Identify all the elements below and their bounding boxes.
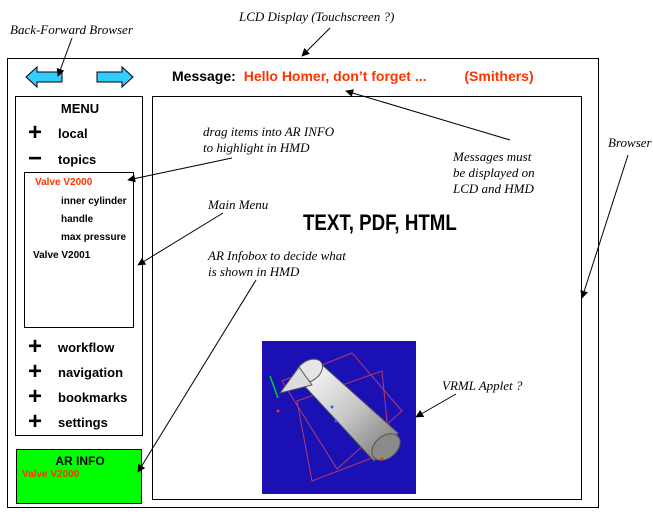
- menu-panel: MENU + local − topics + workflow + navig…: [15, 96, 143, 436]
- menu-item-settings[interactable]: + settings: [24, 408, 108, 435]
- message-sender: (Smithers): [464, 68, 534, 84]
- plus-icon: +: [27, 333, 42, 360]
- content-types-label: TEXT, PDF, HTML: [303, 210, 457, 235]
- valve-3d-model: [269, 352, 403, 482]
- menu-item-label: local: [58, 125, 88, 141]
- annotation-browser: Browser: [608, 135, 652, 150]
- menu-item-label: bookmarks: [58, 389, 128, 405]
- arrow-messages: [345, 89, 511, 141]
- annotation-ar-infobox-1: AR Infobox to decide what: [208, 248, 346, 263]
- arrow-vrml-applet: [415, 393, 457, 418]
- plus-icon: +: [27, 119, 42, 146]
- topic-item-handle[interactable]: handle: [61, 214, 94, 225]
- arrow-drag-items: [127, 157, 233, 183]
- menu-item-label: navigation: [58, 364, 124, 380]
- annotation-drag-items-1: drag items into AR INFO: [203, 124, 335, 139]
- back-arrow-icon[interactable]: [25, 66, 63, 88]
- annotation-messages-2: be displayed on: [453, 165, 535, 180]
- ar-info-box[interactable]: AR INFO Valve V2000: [16, 449, 142, 504]
- annotation-vrml-applet: VRML Applet ?: [442, 378, 523, 393]
- arrow-back-forward: [56, 37, 73, 77]
- topics-list: Valve V2000 inner cylinder handle max pr…: [24, 172, 134, 328]
- menu-item-bookmarks[interactable]: + bookmarks: [24, 383, 128, 410]
- arrow-browser: [580, 154, 629, 299]
- menu-title: MENU: [60, 101, 100, 116]
- lcd-display-frame: [7, 58, 599, 508]
- annotation-drag-items-2: to highlight in HMD: [203, 140, 310, 155]
- menu-item-label: topics: [58, 151, 97, 167]
- menu-item-navigation[interactable]: + navigation: [24, 358, 124, 385]
- annotation-messages-3: LCD and HMD: [453, 181, 534, 196]
- arrow-ar-infobox: [137, 279, 257, 473]
- forward-arrow-icon[interactable]: [96, 66, 134, 88]
- menu-item-local[interactable]: + local: [24, 119, 88, 146]
- annotation-back-forward: Back-Forward Browser: [10, 22, 133, 37]
- plus-icon: +: [27, 358, 42, 385]
- arrow-lcd-display: [301, 27, 331, 57]
- annotation-lcd-display: LCD Display (Touchscreen ?): [239, 9, 395, 24]
- plus-icon: +: [27, 408, 42, 435]
- topic-item-valve-v2000[interactable]: Valve V2000: [35, 177, 93, 188]
- menu-item-label: workflow: [58, 339, 115, 355]
- message-bar: Message: Hello Homer, don’t forget ... (…: [172, 68, 534, 84]
- vrml-applet[interactable]: [262, 341, 416, 494]
- minus-icon: −: [27, 145, 42, 172]
- annotation-ar-infobox-2: is shown in HMD: [208, 264, 300, 279]
- ar-info-item: Valve V2000: [22, 469, 80, 480]
- ar-info-title: AR INFO: [55, 454, 105, 468]
- message-text: Hello Homer, don’t forget ...: [243, 68, 427, 84]
- annotation-messages-1: Messages must: [453, 149, 532, 164]
- arrow-main-menu: [137, 212, 224, 266]
- message-label: Message:: [172, 68, 236, 84]
- menu-item-label: settings: [58, 414, 108, 430]
- plus-icon: +: [27, 383, 42, 410]
- menu-item-topics[interactable]: − topics: [24, 145, 97, 172]
- topic-item-max-pressure[interactable]: max pressure: [61, 232, 127, 243]
- annotation-main-menu: Main Menu: [208, 197, 269, 212]
- topic-item-inner-cylinder[interactable]: inner cylinder: [61, 196, 127, 207]
- topic-item-valve-v2001[interactable]: Valve V2001: [33, 250, 91, 261]
- menu-item-workflow[interactable]: + workflow: [24, 333, 115, 360]
